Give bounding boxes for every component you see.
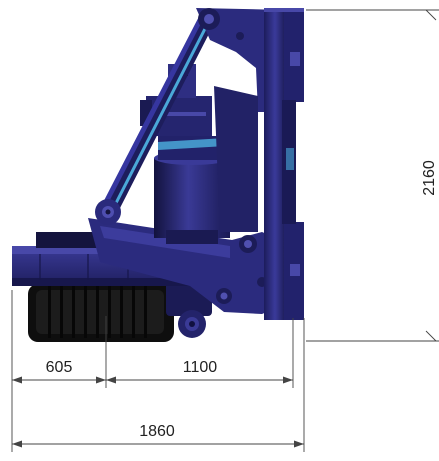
overall-length-label: 1860 xyxy=(139,423,175,440)
width-rear-label: 1100 xyxy=(183,359,218,376)
crawler-track xyxy=(28,284,174,342)
width-front-label: 605 xyxy=(46,359,73,376)
height-label: 2160 xyxy=(421,160,438,196)
machine-illustration xyxy=(12,8,304,342)
leader-mast xyxy=(264,8,304,320)
rotary-cylinder xyxy=(154,136,230,244)
width-dimension-front: 605 xyxy=(11,290,107,452)
backstay-cylinder xyxy=(95,14,214,225)
overall-length-dimension: 1860 xyxy=(12,318,305,452)
height-dimension: 2160 xyxy=(306,9,439,342)
leader-support-frame xyxy=(88,218,290,314)
width-dimension-rear: 1100 xyxy=(106,318,294,388)
